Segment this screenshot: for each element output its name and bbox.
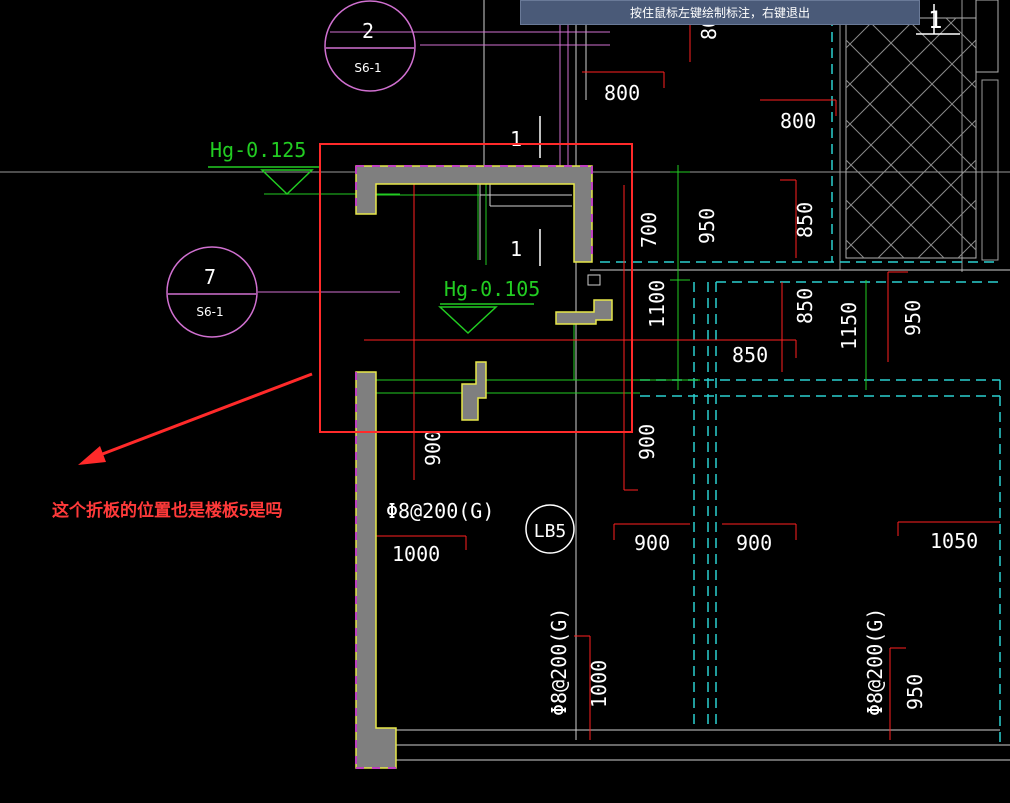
rebar-label: Φ8@200(G) <box>386 499 494 523</box>
rebar-label: Φ8@200(G) <box>547 608 571 716</box>
wall-segment <box>461 361 487 421</box>
misc-boxes <box>587 274 601 286</box>
bubble-ref: S6-1 <box>354 61 381 75</box>
dim-label: 1000 <box>392 542 440 566</box>
red-dim-lines <box>364 20 1000 740</box>
slab-tag-label: LB5 <box>534 521 567 542</box>
dim-label: 900 <box>736 531 772 555</box>
elevation-label: Hg-0.125 <box>210 138 306 162</box>
dim-label: 800 <box>780 109 816 133</box>
dim-label: 700 <box>637 212 661 248</box>
dim-label: 1150 <box>837 302 861 350</box>
bubble-number: 7 <box>204 265 216 289</box>
detail-bubble-7[interactable]: 7 S6-1 <box>166 246 258 338</box>
dim-label: 950 <box>695 208 719 244</box>
command-hint-bar: 按住鼠标左键绘制标注，右键退出 <box>520 0 920 25</box>
structure-lines <box>376 0 1010 761</box>
wall-segment <box>355 165 593 263</box>
dim-label: 900 <box>635 424 659 460</box>
dim-label: 800 <box>604 81 640 105</box>
beam-dashed-lines <box>600 0 1001 745</box>
section-mark-label: 1 <box>928 6 942 34</box>
detail-bubble-2[interactable]: 2 S6-1 <box>324 0 416 92</box>
axis-lines <box>0 0 1010 272</box>
annotation-note: 这个折板的位置也是楼板5是吗 <box>52 501 283 520</box>
stair-hatch-area <box>845 0 999 261</box>
markup-arrow[interactable] <box>78 372 313 465</box>
section-mark-label: 1 <box>510 237 522 261</box>
bubble-number: 2 <box>362 19 374 43</box>
dim-label: 950 <box>903 674 927 710</box>
rebar-labels: Φ8@200(G) Φ8@200(G) Φ8@200(G) <box>386 499 887 716</box>
dim-label: 900 <box>421 430 445 466</box>
bubble-ref: S6-1 <box>196 305 223 319</box>
rebar-label: Φ8@200(G) <box>863 608 887 716</box>
markup-highlight-box[interactable] <box>319 143 633 433</box>
dim-label: 1100 <box>645 280 669 328</box>
dim-label: 900 <box>634 531 670 555</box>
section-mark-lines <box>539 4 960 266</box>
dim-label: 850 <box>732 343 768 367</box>
dim-label: 1050 <box>930 529 978 553</box>
elevation-marker[interactable]: Hg-0.125 <box>208 138 320 196</box>
section-mark-label: 1 <box>510 127 522 151</box>
wall-segment <box>555 299 613 325</box>
command-hint-text: 按住鼠标左键绘制标注，右键退出 <box>629 6 810 20</box>
elevation-marker[interactable]: Hg-0.105 <box>438 277 540 335</box>
dim-label: 950 <box>901 300 925 336</box>
dim-label: 1000 <box>587 660 611 708</box>
dim-label: 850 <box>793 202 817 238</box>
elevation-label: Hg-0.105 <box>444 277 540 301</box>
green-lines <box>264 165 867 394</box>
slab-tag-lb5[interactable]: LB5 <box>525 504 575 554</box>
magenta-lines <box>258 0 610 293</box>
wall-elements[interactable] <box>355 165 613 769</box>
dim-label: 850 <box>793 288 817 324</box>
